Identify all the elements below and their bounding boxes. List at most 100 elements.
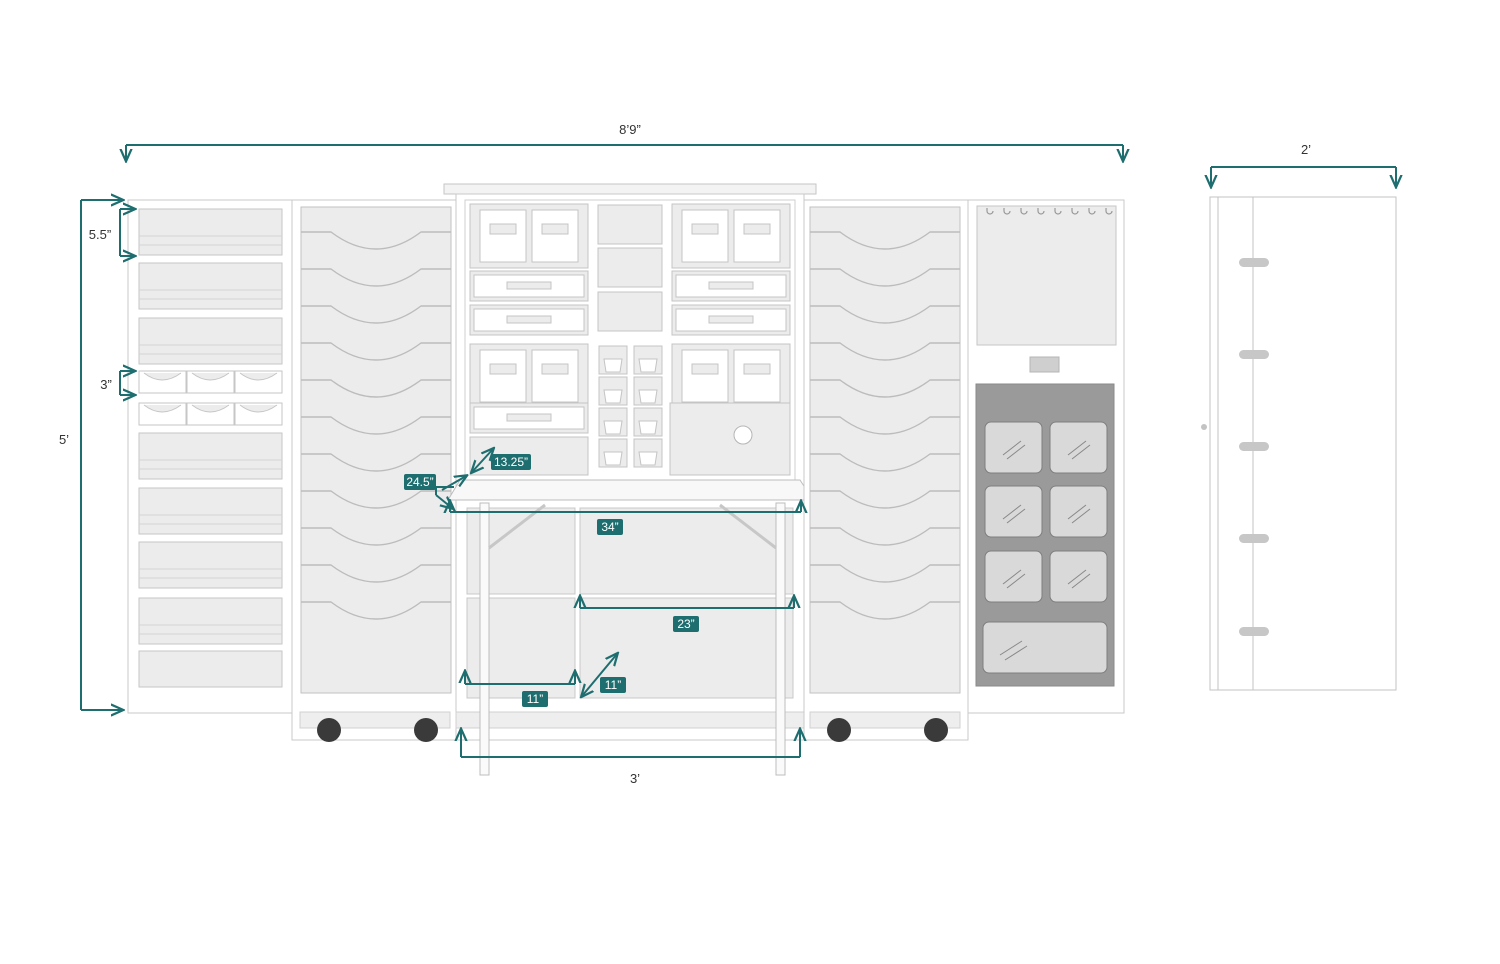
- pocket-bin: [810, 305, 960, 324]
- pocket-bin: [810, 268, 960, 287]
- hooks: [986, 208, 1113, 215]
- pocket-bin: [810, 416, 960, 435]
- shelf: [138, 432, 283, 480]
- hook-icon: [1071, 208, 1079, 215]
- center-cabinet: [443, 183, 817, 776]
- storage-box: [531, 209, 579, 263]
- shelf: [138, 262, 283, 310]
- shelf-width-tag: 23”: [673, 616, 699, 632]
- container: [1049, 550, 1108, 603]
- pocket-bins: [810, 231, 960, 620]
- center-cubby: [597, 204, 663, 245]
- pocket-bin: [301, 416, 451, 435]
- pocket-bin: [810, 342, 960, 361]
- knob-icon: [733, 425, 753, 445]
- left-inner-door: [291, 199, 457, 742]
- right-inner-door: [803, 199, 969, 742]
- shelf-group: [138, 208, 283, 688]
- pocket-bin: [810, 601, 960, 620]
- pocket-bin: [810, 379, 960, 398]
- storage-box: [531, 349, 579, 403]
- wheel-icon: [317, 718, 341, 742]
- table-width-tag: 34”: [597, 519, 623, 535]
- svg-text:23”: 23”: [677, 617, 694, 631]
- height-label: 5’: [59, 432, 69, 447]
- center-cubby: [597, 291, 663, 332]
- wheel-icon: [924, 718, 948, 742]
- dimension-lines: [80, 144, 1396, 758]
- pocket-bin: [301, 564, 451, 583]
- pocket-bin: [301, 490, 451, 509]
- center-cubby: [597, 247, 663, 288]
- hinge-icon: [1239, 534, 1269, 543]
- shelf: [138, 208, 283, 256]
- container: [982, 621, 1108, 674]
- hook-icon: [1003, 208, 1011, 215]
- svg-text:24.5”: 24.5”: [406, 475, 433, 489]
- pocket-bin: [301, 453, 451, 472]
- svg-text:34”: 34”: [601, 520, 618, 534]
- shelf: [138, 650, 283, 688]
- svg-text:13.25”: 13.25”: [494, 455, 528, 469]
- side-view-cabinet: [1201, 196, 1397, 691]
- pocket-bins: [301, 231, 451, 620]
- container: [1049, 421, 1108, 474]
- cubby-diag-tag: 11”: [600, 677, 626, 693]
- hook-icon: [1105, 208, 1113, 215]
- pocket-bin: [301, 342, 451, 361]
- pocket-bin: [810, 453, 960, 472]
- pocket-bin: [810, 490, 960, 509]
- hook-icon: [1054, 208, 1062, 215]
- cubby-width-tag: 11”: [522, 691, 548, 707]
- pocket-bin: [301, 379, 451, 398]
- shelf: [138, 597, 283, 645]
- pocket-height-label: 3”: [100, 377, 112, 392]
- left-door-shelves: [127, 199, 293, 714]
- hook-icon: [1037, 208, 1045, 215]
- storage-box: [681, 349, 729, 403]
- storage-box: [479, 349, 527, 403]
- hook-icon: [1088, 208, 1096, 215]
- depth-label: 2’: [1301, 142, 1311, 157]
- storage-box: [733, 349, 781, 403]
- pocket-bin: [301, 268, 451, 287]
- hinge-icon: [1239, 627, 1269, 636]
- storage-box: [479, 209, 527, 263]
- storage-box: [681, 209, 729, 263]
- cubby-depth-tag: 13.25”: [491, 454, 531, 470]
- hook-icon: [1020, 208, 1028, 215]
- center-storage: [469, 203, 791, 476]
- hinge-icon: [1239, 350, 1269, 359]
- shelf-gap-label: 5.5”: [89, 227, 111, 242]
- hinge-icon: [1239, 258, 1269, 267]
- base-width-label: 3’: [630, 771, 640, 786]
- hinges: [1239, 258, 1269, 636]
- storage-box: [733, 209, 781, 263]
- container: [984, 550, 1043, 603]
- svg-text:11”: 11”: [605, 678, 621, 692]
- shelf: [138, 317, 283, 365]
- hook-icon: [986, 208, 994, 215]
- container: [984, 421, 1043, 474]
- shelf: [138, 541, 283, 589]
- table-depth-tag: 24.5”: [404, 474, 436, 490]
- storage-containers: [982, 421, 1108, 674]
- total-width-label: 8’9”: [619, 122, 641, 137]
- wheel-icon: [827, 718, 851, 742]
- pocket-bin: [301, 231, 451, 250]
- hinge-icon: [1239, 442, 1269, 451]
- pocket-bin: [810, 231, 960, 250]
- pocket-bin: [810, 527, 960, 546]
- svg-text:11”: 11”: [527, 692, 543, 706]
- pocket-bin: [301, 527, 451, 546]
- wheel-icon: [414, 718, 438, 742]
- container: [1049, 485, 1108, 538]
- pocket-bin: [301, 305, 451, 324]
- right-door-organizer: [967, 199, 1125, 714]
- fold-out-table: [447, 479, 814, 776]
- cubby-door: [669, 402, 791, 476]
- pocket-bin: [810, 564, 960, 583]
- shelf: [138, 487, 283, 535]
